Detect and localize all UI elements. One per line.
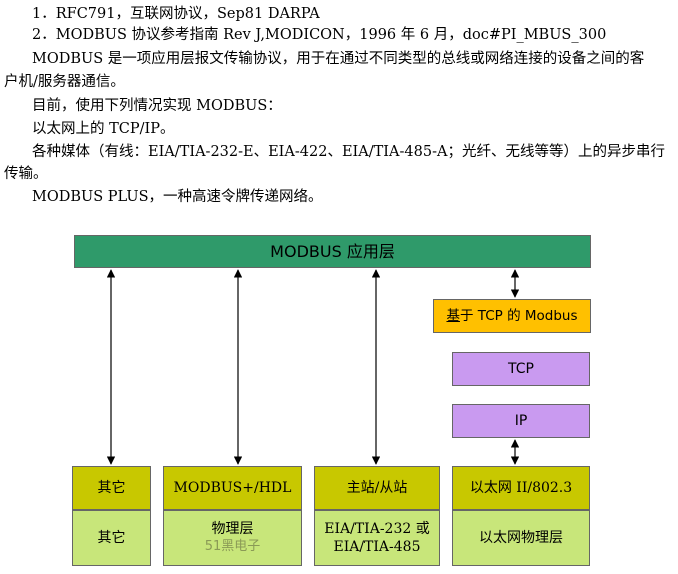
other-physical-label: 其它 — [97, 530, 126, 546]
eia-tia-line-2: EIA/TIA-485 — [333, 539, 421, 555]
modbus-over-tcp-prefix: 基 — [446, 308, 460, 324]
paragraph-line-7: MODBUS PLUS，一种高速令牌传递网络。 — [32, 189, 323, 205]
physical-layer-label: 物理层 — [211, 521, 254, 537]
paragraph-line-5: 各种媒体（有线：EIA/TIA-232-E、EIA-422、EIA/TIA-48… — [32, 144, 665, 160]
watermark-text: 51黑电子 — [204, 539, 261, 554]
modbus-over-tcp-label: 于 TCP 的 Modbus — [459, 308, 578, 324]
modbus-over-tcp-box: 基于 TCP 的 Modbus — [433, 299, 591, 333]
paragraph-line-3: 目前，使用下列情况实现 MODBUS： — [32, 98, 282, 114]
physical-layer-box: 物理层 51黑电子 — [163, 510, 302, 566]
reference-line-1: 1．RFC791，互联网协议，Sep81 DARPA — [32, 6, 320, 22]
modbus-plus-hdl-box: MODBUS+/HDL — [163, 466, 302, 510]
ethernet-physical-box: 以太网物理层 — [452, 510, 590, 566]
ethernet-ii-box: 以太网 II/802.3 — [452, 466, 590, 510]
paragraph-line-6: 传输。 — [4, 166, 48, 182]
ip-box: IP — [452, 404, 590, 438]
other-link-layer-box: 其它 — [72, 466, 151, 510]
paragraph-line-4: 以太网上的 TCP/IP。 — [32, 121, 175, 137]
eia-tia-box: EIA/TIA-232 或 EIA/TIA-485 — [314, 510, 440, 566]
paragraph-line-1: MODBUS 是一项应用层报文传输协议，用于在通过不同类型的总线或网络连接的设备… — [32, 51, 645, 67]
other-physical-box: 其它 — [72, 510, 151, 566]
ethernet-physical-label: 以太网物理层 — [479, 530, 563, 546]
reference-line-2: 2．MODBUS 协议参考指南 Rev J,MODICON，1996 年 6 月… — [32, 27, 607, 43]
modbus-application-layer: MODBUS 应用层 — [74, 235, 591, 268]
master-slave-box: 主站/从站 — [314, 466, 440, 510]
tcp-box: TCP — [452, 352, 590, 386]
eia-tia-line-1: EIA/TIA-232 或 — [324, 521, 430, 537]
paragraph-line-2: 户机/服务器通信。 — [4, 74, 125, 90]
